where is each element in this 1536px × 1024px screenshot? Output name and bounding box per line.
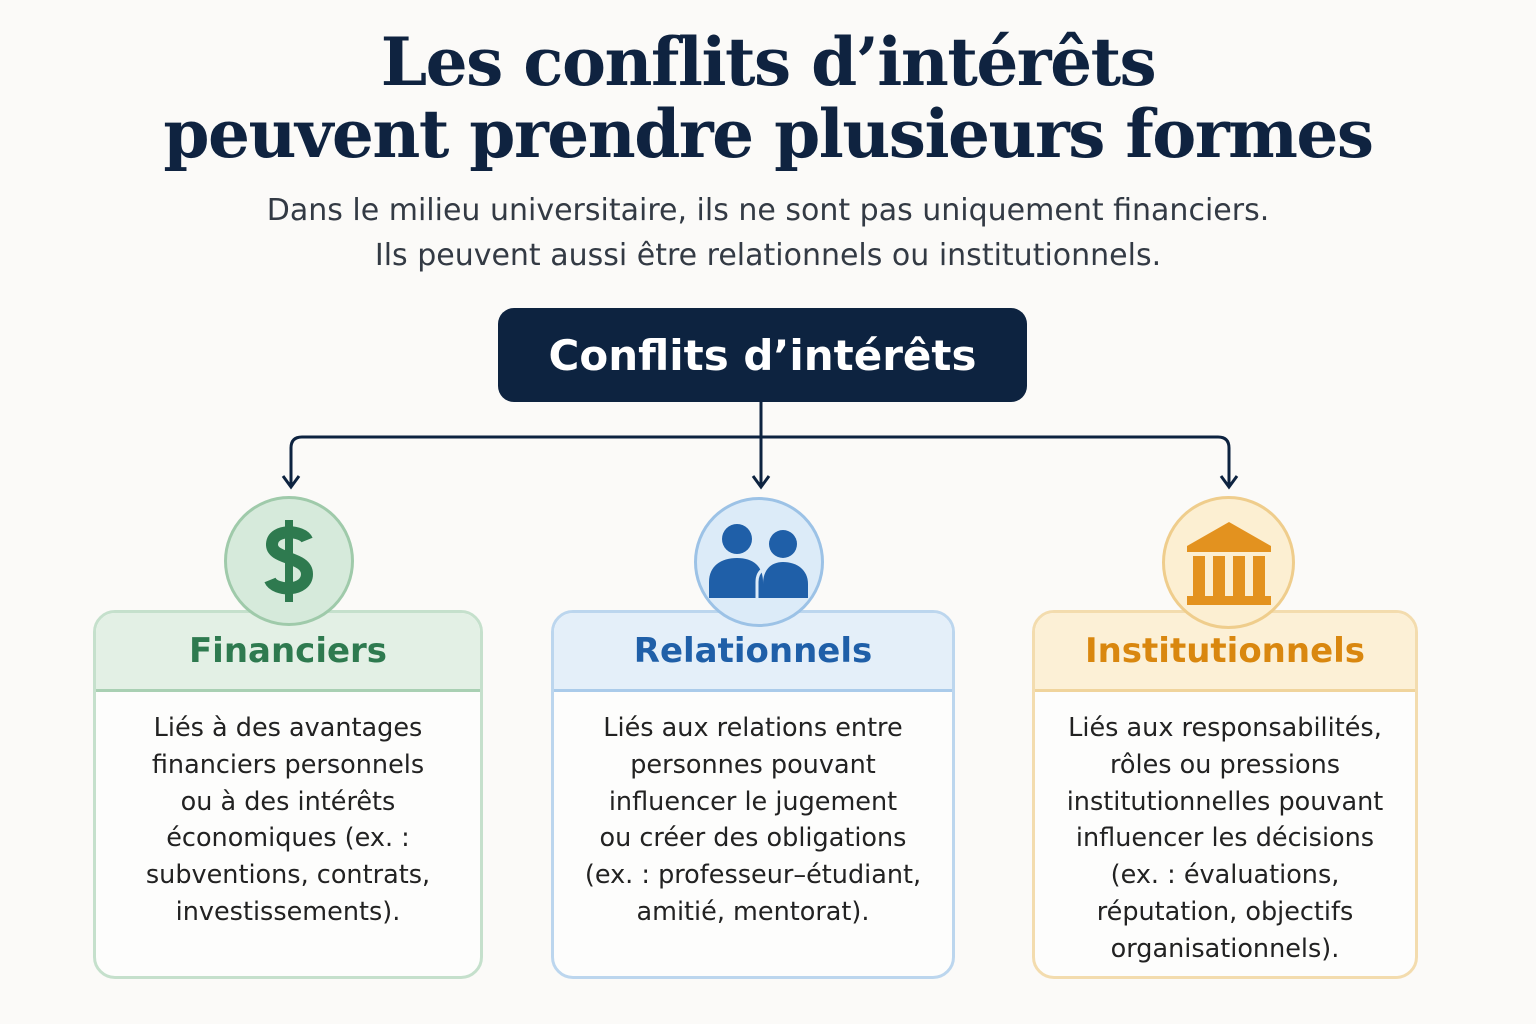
text-line: réputation, objectifs: [1096, 896, 1354, 927]
text-line: économiques (ex. :: [166, 823, 410, 854]
card-relationnels: Relationnels Liés aux relations entre pe…: [551, 610, 955, 979]
dollar-icon: [224, 496, 354, 626]
text-line: institutionnelles pouvant: [1066, 786, 1384, 817]
arrowhead-center: [751, 475, 771, 490]
card-financiers: Financiers Liés à des avantages financie…: [93, 610, 483, 979]
text-line: (ex. : professeur–étudiant,: [584, 860, 922, 891]
card-description: Liés à des avantages financiers personne…: [96, 692, 480, 931]
card-title: Financiers: [96, 613, 480, 692]
subtitle-line-1: Dans le milieu universitaire, ils ne son…: [266, 193, 1270, 228]
text-line: personnes pouvant: [630, 749, 876, 780]
institution-icon: [1162, 496, 1295, 629]
subtitle-line-2: Ils peuvent aussi être relationnels ou i…: [374, 238, 1162, 273]
text-line: rôles ou pressions: [1109, 749, 1341, 780]
people-icon: [694, 497, 824, 627]
text-line: organisationnels).: [1110, 933, 1340, 964]
text-line: Liés à des avantages: [153, 713, 423, 743]
connector-horizontal: [289, 435, 1231, 486]
subtitle: Dans le milieu universitaire, ils ne son…: [0, 188, 1536, 278]
title-line-2: peuvent prendre plusieurs formes: [163, 95, 1374, 173]
arrowhead-right: [1219, 475, 1239, 490]
text-line: (ex. : évaluations,: [1110, 860, 1340, 891]
arrowhead-left: [281, 475, 301, 490]
card-description: Liés aux responsabilités, rôles ou press…: [1035, 692, 1415, 968]
text-line: subventions, contrats,: [145, 860, 431, 891]
text-line: influencer les décisions: [1075, 823, 1375, 854]
text-line: amitié, mentorat).: [636, 896, 870, 927]
text-line: investissements).: [175, 896, 401, 927]
root-node: Conflits d’intérêts: [498, 308, 1027, 402]
text-line: Liés aux relations entre: [603, 713, 903, 743]
text-line: influencer le jugement: [608, 786, 898, 817]
card-description: Liés aux relations entre personnes pouva…: [554, 692, 952, 931]
text-line: ou à des intérêts: [180, 786, 396, 817]
text-line: financiers personnels: [151, 749, 425, 780]
card-institutionnels: Institutionnels Liés aux responsabilités…: [1032, 610, 1418, 979]
text-line: ou créer des obligations: [599, 823, 907, 854]
title-line-1: Les conflits d’intérêts: [380, 23, 1157, 101]
text-line: Liés aux responsabilités,: [1068, 713, 1382, 743]
